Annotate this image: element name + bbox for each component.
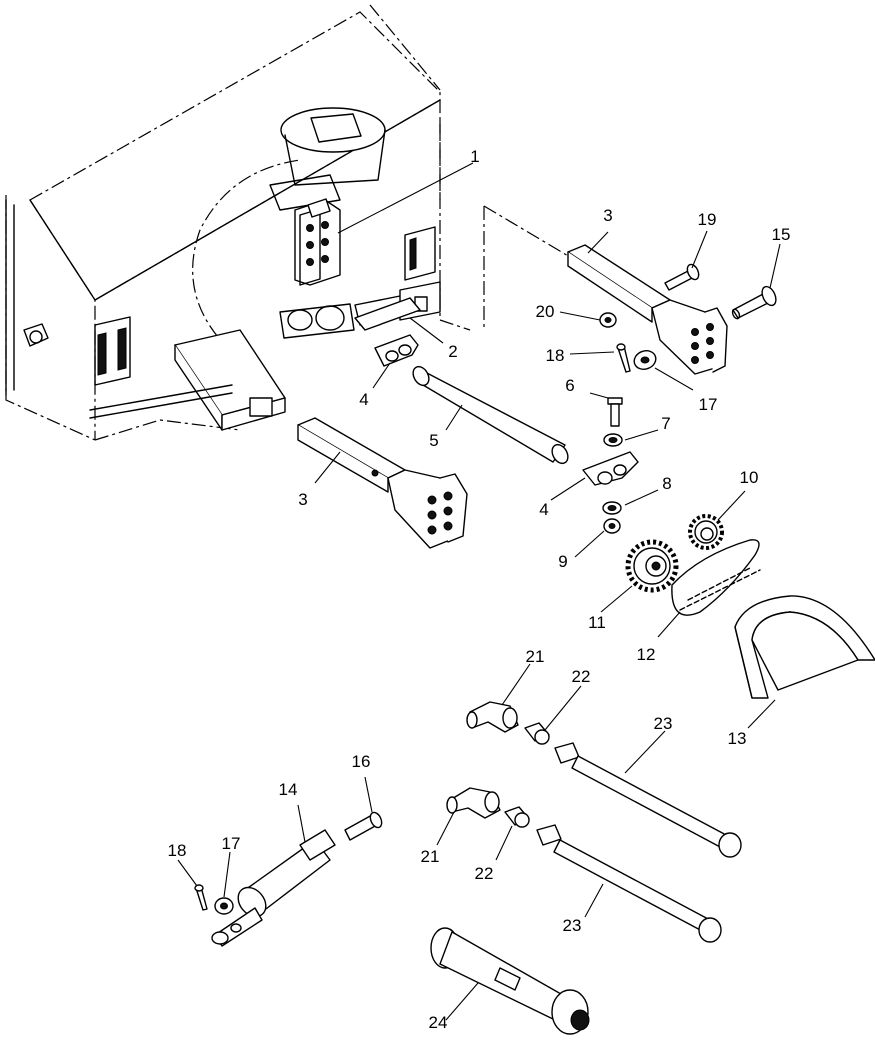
part-22-fitting-upper [524, 722, 550, 745]
part-11-large-sprocket [625, 539, 679, 593]
callout-18-lower: 18 [168, 841, 187, 860]
part-3-upper-arm [567, 244, 728, 375]
callout-6: 6 [565, 376, 574, 395]
leader-lines [177, 162, 781, 1021]
part-8-washer [602, 501, 622, 515]
part-19-bolt [664, 263, 700, 291]
part-15-pin [731, 285, 777, 320]
part-10-small-sprocket [688, 514, 724, 550]
callout-16: 16 [352, 752, 371, 771]
part-13-shield [734, 595, 875, 699]
callout-13: 13 [728, 729, 747, 748]
part-20-nut [599, 312, 617, 328]
callout-4-lower: 4 [539, 500, 548, 519]
callout-17-lower: 17 [222, 834, 241, 853]
discharge-chute-base [269, 107, 386, 211]
part-12-chain-guard [671, 539, 761, 616]
part-4-lower-bracket [582, 451, 639, 486]
callout-10: 10 [740, 468, 759, 487]
callout-21-lower: 21 [421, 847, 440, 866]
part-23-hose-upper [554, 742, 742, 858]
callout-7: 7 [661, 414, 670, 433]
callout-17-upper: 17 [699, 395, 718, 414]
callout-8: 8 [662, 474, 671, 493]
callout-1: 1 [470, 147, 479, 166]
callout-19: 19 [698, 210, 717, 229]
part-24-cylinder [430, 927, 590, 1035]
part-4-upper-bracket [374, 334, 419, 367]
part-23-hose-lower [536, 824, 722, 943]
callout-20: 20 [536, 302, 555, 321]
part-6-bolt [607, 397, 623, 427]
frame-tube-left [89, 329, 286, 431]
part-22-fitting-lower [504, 806, 530, 828]
part-18-cotter-pin-lower [194, 884, 208, 911]
callout-9: 9 [558, 552, 567, 571]
callout-5: 5 [429, 431, 438, 450]
part-9-nut [603, 518, 621, 534]
part-21-elbow-lower [446, 787, 501, 819]
callout-23-upper: 23 [654, 714, 673, 733]
part-14-hydraulic-cylinder [211, 829, 336, 947]
callout-22-lower: 22 [475, 864, 494, 883]
part-7-washer [603, 433, 623, 447]
callout-23-lower: 23 [563, 916, 582, 935]
callout-21-upper: 21 [526, 647, 545, 666]
part-1-bracket [294, 198, 341, 286]
part-2-plate [354, 297, 421, 331]
part-5-shaft [412, 365, 569, 465]
part-3-lower-arm [297, 417, 468, 549]
part-17-washer-upper [633, 350, 657, 370]
part-18-cotter-pin-upper [616, 343, 631, 373]
callout-11: 11 [588, 613, 606, 632]
callout-22-upper: 22 [572, 667, 591, 686]
callout-labels: 1 2 3 3 4 4 5 6 7 8 9 10 11 12 13 14 15 … [168, 147, 791, 1032]
blower-housing [5, 4, 576, 441]
part-16-pin [344, 811, 383, 841]
callout-4-upper: 4 [359, 390, 368, 409]
callout-15: 15 [772, 225, 791, 244]
callout-3-lower: 3 [298, 490, 307, 509]
callout-12: 12 [637, 645, 656, 664]
part-17-washer-lower [214, 897, 234, 915]
part-21-elbow-upper [466, 701, 519, 733]
callout-18-upper: 18 [546, 346, 565, 365]
callout-14: 14 [279, 780, 298, 799]
callout-2: 2 [448, 342, 457, 361]
callout-3-upper: 3 [603, 206, 612, 225]
callout-24: 24 [429, 1013, 448, 1032]
